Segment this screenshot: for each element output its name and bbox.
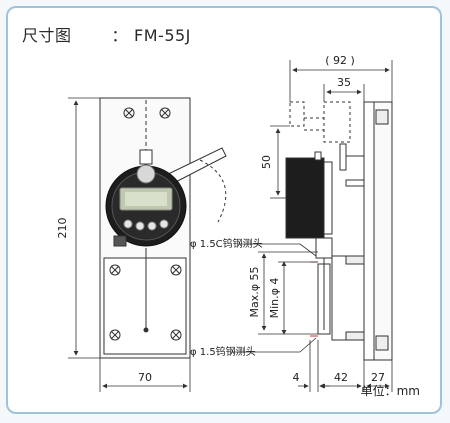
- dim-depth-top-group: [323, 84, 365, 102]
- front-gauge-cap: [136, 164, 156, 184]
- leader-lines: [230, 243, 317, 353]
- side-view: [285, 101, 393, 361]
- dim-travel-group: [270, 125, 290, 199]
- side-lower-block: [331, 255, 365, 341]
- front-gauge-button-1: [123, 219, 133, 229]
- side-gauge-cap: [314, 151, 322, 161]
- front-lever-swing: [199, 159, 227, 223]
- front-gauge-button-3: [147, 221, 157, 231]
- dim-base: 42: [334, 371, 348, 384]
- dim-max-diameter: Max.φ 55: [248, 267, 261, 318]
- header-model: FM-55J: [134, 26, 191, 45]
- front-screws-lower: [109, 264, 182, 341]
- front-stem-clamp: [139, 149, 153, 165]
- side-lever: [339, 143, 347, 171]
- dim-height-group: [68, 97, 100, 359]
- front-gauge-button-2: [135, 221, 145, 231]
- side-probe-column: [317, 263, 331, 335]
- front-gauge-lcd: [125, 192, 167, 206]
- side-bracket-upper: [345, 179, 365, 187]
- dim-width-group: [99, 358, 191, 392]
- front-knob: [113, 235, 127, 247]
- unit-label: 单位：mm: [360, 384, 420, 398]
- front-view: [99, 97, 227, 359]
- front-lower-tip: [143, 327, 149, 333]
- side-travel-body: [323, 101, 351, 143]
- dim-width-front: 70: [138, 371, 152, 384]
- front-gauge-button-4: [159, 219, 169, 229]
- header-separator: ：: [111, 26, 129, 45]
- side-base-plate: [371, 101, 393, 361]
- diagram-header: 尺寸图 ： FM-55J: [22, 22, 191, 46]
- side-gauge-body: [285, 157, 325, 239]
- header-title: 尺寸图: [22, 26, 72, 45]
- dim-depth-total: ( 92 ): [325, 54, 355, 67]
- side-gauge-back: [323, 161, 333, 235]
- side-base-lip: [363, 101, 375, 361]
- front-screws-top: [123, 107, 171, 119]
- dim-depth-top: 35: [337, 76, 351, 89]
- dim-min-diameter: Min.φ 4: [268, 278, 281, 319]
- side-screw-bottom: [375, 335, 389, 351]
- dim-depth-total-group: [289, 60, 393, 102]
- side-travel-upper: [289, 101, 305, 127]
- side-screw-top: [375, 109, 389, 125]
- note-lower-contact: φ 1.5钨钢测头: [190, 345, 256, 358]
- dim-travel: 50: [260, 155, 273, 169]
- dim-height: 210: [56, 218, 69, 239]
- dim-offset: 27: [371, 371, 385, 384]
- dim-gap: 4: [293, 371, 300, 384]
- side-probe-holder: [315, 237, 333, 259]
- dim-bottom-group: [298, 340, 393, 392]
- dim-diameter-group: [258, 251, 318, 335]
- note-upper-contact: φ 1.5C钨钢测头: [190, 237, 263, 250]
